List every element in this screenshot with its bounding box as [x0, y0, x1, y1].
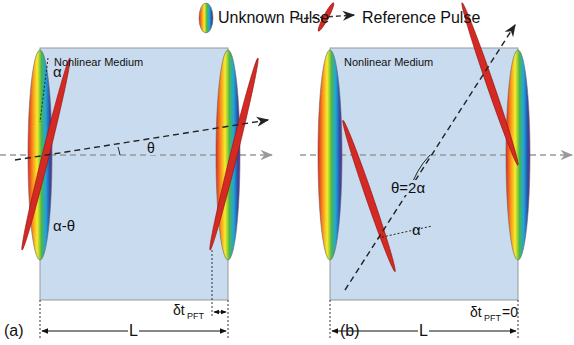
annotation: L	[128, 323, 139, 339]
annotation: L	[418, 323, 429, 339]
annotation: (b)	[340, 323, 360, 339]
legend-entry: Reference Pulse	[362, 10, 480, 26]
region-label: Nonlinear Medium	[344, 56, 433, 68]
panel-a	[0, 48, 272, 340]
annotation: δt	[470, 305, 482, 319]
annotation: θ=2α	[390, 180, 426, 195]
annotation: α-θ	[53, 218, 75, 233]
legend-entry: Unknown Pulse	[218, 10, 329, 26]
medium-region: Nonlinear Medium	[330, 48, 518, 300]
legend-samples	[199, 2, 354, 33]
annotation: PFT	[484, 314, 501, 323]
annotation: =0	[502, 305, 518, 319]
panel-b	[300, 2, 572, 340]
medium-region: Nonlinear Medium	[40, 48, 228, 300]
region-label: Nonlinear Medium	[54, 56, 143, 68]
annotation: PFT	[187, 312, 204, 321]
annotation: θ	[146, 141, 156, 155]
annotation: α	[412, 222, 421, 237]
annotation: α	[53, 64, 62, 79]
annotation: (a)	[4, 323, 24, 339]
annotation: δt	[173, 303, 185, 317]
